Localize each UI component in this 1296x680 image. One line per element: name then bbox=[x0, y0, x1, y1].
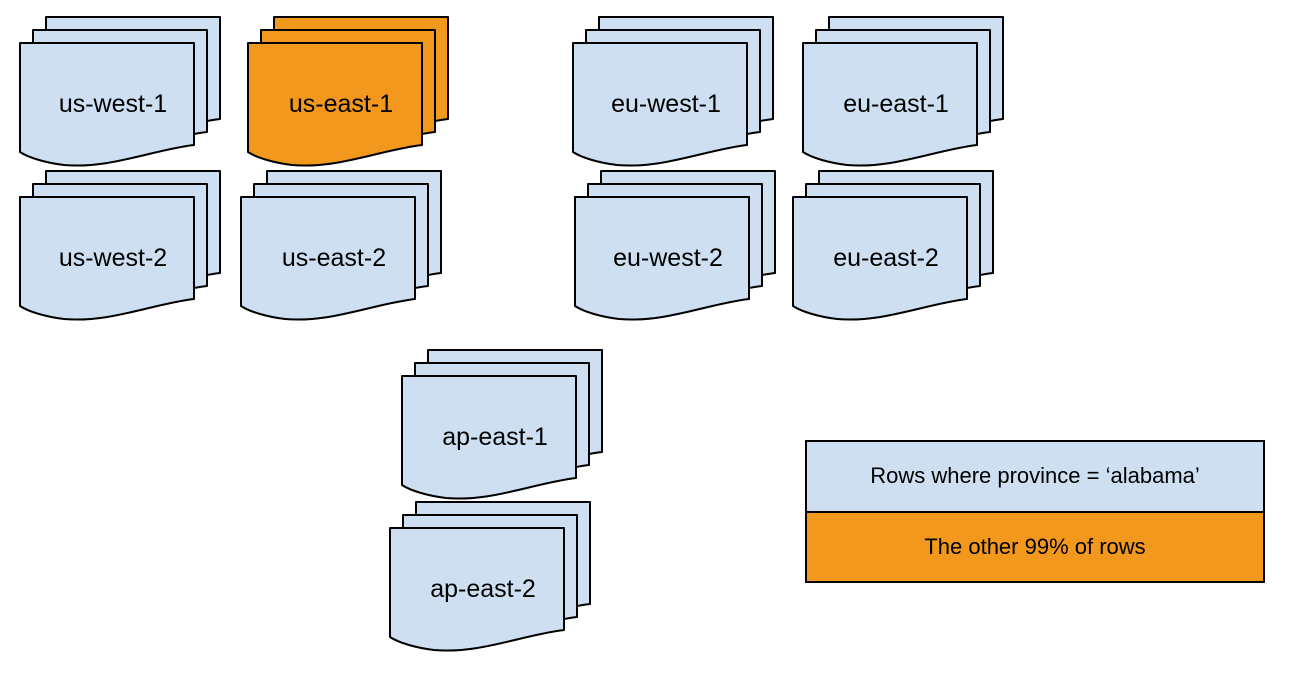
document-shape-front bbox=[240, 196, 416, 321]
document-stack-us-east-2: us-east-2 bbox=[240, 170, 442, 321]
legend-item-1: Rows where province = ‘alabama’ bbox=[807, 442, 1263, 511]
stack-label: us-west-1 bbox=[59, 90, 167, 118]
stack-label: eu-west-1 bbox=[611, 90, 721, 118]
stack-label: us-west-2 bbox=[59, 244, 167, 272]
stack-label: us-east-1 bbox=[289, 90, 393, 118]
document-shape-front bbox=[19, 196, 195, 321]
legend-item-label: The other 99% of rows bbox=[924, 533, 1146, 559]
document-stack-eu-east-2: eu-east-2 bbox=[792, 170, 994, 321]
stack-label: eu-west-2 bbox=[613, 244, 723, 272]
document-shape-front bbox=[401, 375, 577, 500]
legend: Rows where province = ‘alabama’ The other… bbox=[805, 440, 1265, 583]
stack-label: eu-east-2 bbox=[833, 244, 939, 272]
stack-label: us-east-2 bbox=[282, 244, 386, 272]
document-stack-ap-east-1: ap-east-1 bbox=[401, 349, 603, 500]
stack-label: eu-east-1 bbox=[843, 90, 949, 118]
document-stack-us-west-1: us-west-1 bbox=[19, 16, 221, 167]
document-stack-ap-east-2: ap-east-2 bbox=[389, 501, 591, 652]
document-stack-us-east-1: us-east-1 bbox=[247, 16, 449, 167]
document-shape-front bbox=[247, 42, 423, 167]
document-stack-eu-west-1: eu-west-1 bbox=[572, 16, 774, 167]
legend-item-2: The other 99% of rows bbox=[807, 510, 1263, 581]
stack-label: ap-east-1 bbox=[442, 423, 548, 451]
document-shape-front bbox=[572, 42, 748, 167]
document-shape-front bbox=[802, 42, 978, 167]
stack-label: ap-east-2 bbox=[430, 575, 536, 603]
document-shape-front bbox=[792, 196, 968, 321]
document-stack-eu-west-2: eu-west-2 bbox=[574, 170, 776, 321]
document-shape-front bbox=[389, 527, 565, 652]
legend-item-label: Rows where province = ‘alabama’ bbox=[870, 463, 1200, 489]
document-stack-us-west-2: us-west-2 bbox=[19, 170, 221, 321]
document-shape-front bbox=[19, 42, 195, 167]
document-stack-eu-east-1: eu-east-1 bbox=[802, 16, 1004, 167]
document-shape-front bbox=[574, 196, 750, 321]
